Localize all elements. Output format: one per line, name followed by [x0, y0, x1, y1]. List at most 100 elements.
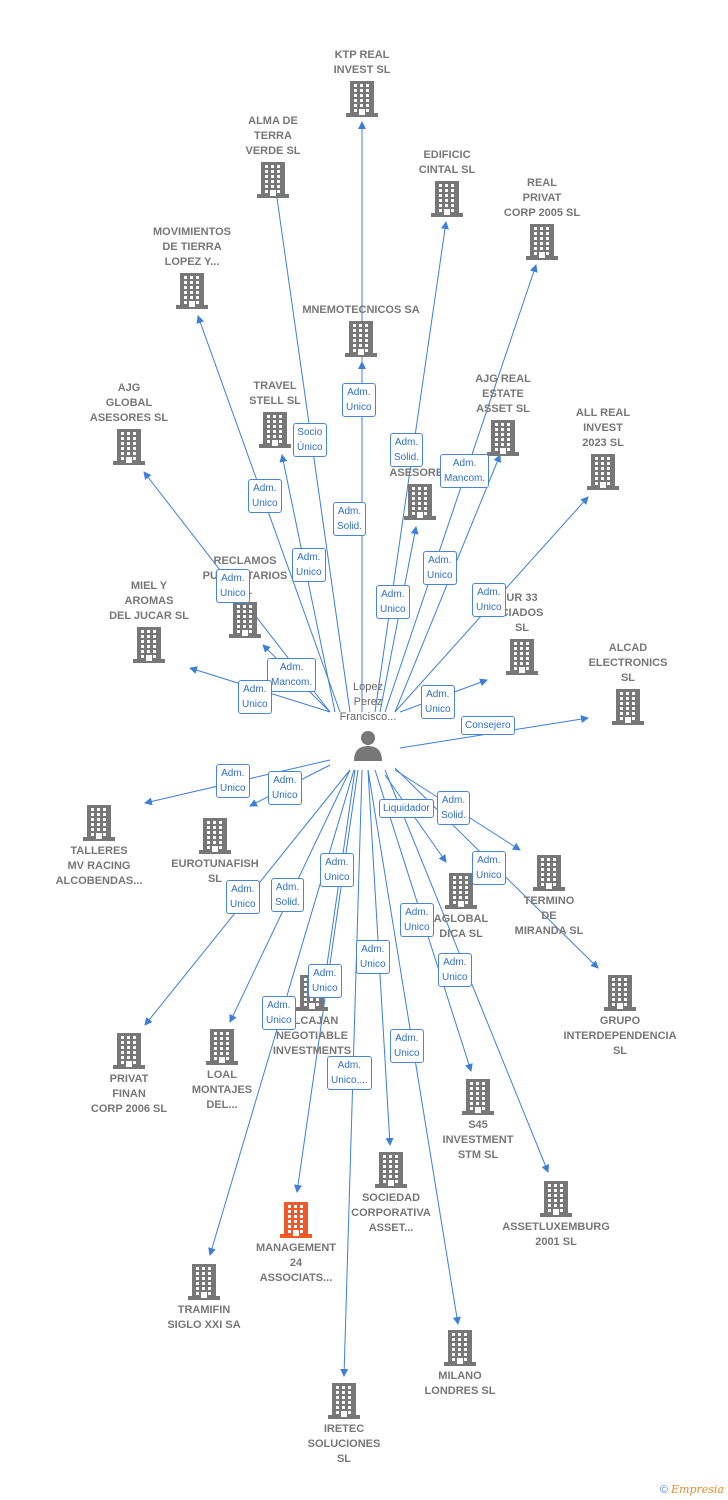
company-node-management[interactable]: MANAGEMENT 24 ASSOCIATS... [231, 1202, 361, 1286]
role-badge[interactable]: Adm. Unico [472, 583, 506, 617]
role-badge[interactable]: Adm. Solid. [390, 433, 424, 467]
company-node-realprivat[interactable]: REAL PRIVAT CORP 2005 SL [477, 176, 607, 260]
building-icon [188, 1264, 220, 1300]
role-badge[interactable]: Adm. Unico [308, 964, 342, 998]
role-badge[interactable]: Adm. Unico,... [327, 1056, 372, 1090]
company-label[interactable]: MANAGEMENT 24 ASSOCIATS... [255, 1242, 337, 1284]
building-icon [431, 181, 463, 217]
building-icon [462, 1079, 494, 1115]
copyright-symbol: © [659, 1484, 668, 1496]
role-badge[interactable]: Adm. Unico [472, 851, 506, 885]
company-label[interactable]: MILANO LONDRES SL [424, 1370, 496, 1397]
company-label[interactable]: S45 INVESTMENT STM SL [442, 1119, 514, 1161]
company-label[interactable]: MNEMOTECNICOS SA [302, 304, 420, 316]
role-badge[interactable]: Adm. Unico [238, 680, 272, 714]
company-node-s45[interactable]: S45 INVESTMENT STM SL [413, 1079, 543, 1163]
building-icon [444, 1330, 476, 1366]
company-label[interactable]: ALL REAL INVEST 2023 SL [575, 407, 631, 449]
company-label[interactable]: ASESORES [389, 467, 451, 479]
company-node-iretec[interactable]: IRETEC SOLUCIONES SL [279, 1383, 409, 1467]
building-icon [229, 602, 261, 638]
company-label[interactable]: ALMA DE TERRA VERDE SL [245, 115, 301, 157]
role-badge[interactable]: Adm. Unico [342, 383, 376, 417]
role-badge[interactable]: Adm. Unico [292, 548, 326, 582]
company-node-alcad[interactable]: ALCAD ELECTRONICS SL [563, 641, 693, 725]
company-node-privatfinan[interactable]: PRIVAT FINAN CORP 2006 SL [64, 1033, 194, 1117]
company-node-alma[interactable]: ALMA DE TERRA VERDE SL [208, 114, 338, 198]
company-label[interactable]: GRUPO INTERDEPENDENCIA SL [563, 1015, 677, 1057]
company-node-assetlux[interactable]: ASSETLUXEMBURG 2001 SL [491, 1181, 621, 1250]
role-badge[interactable]: Adm. Unico [262, 996, 296, 1030]
role-badge[interactable]: Adm. Unico [376, 585, 410, 619]
role-badge[interactable]: Adm. Unico [216, 764, 250, 798]
role-badge[interactable]: Adm. Unico [248, 479, 282, 513]
role-badge[interactable]: Adm. Unico [421, 685, 455, 719]
role-badge[interactable]: Adm. Unico [400, 903, 434, 937]
company-node-aglobal[interactable]: AGLOBAL DICA SL [396, 873, 526, 942]
company-label[interactable]: AJG REAL ESTATE ASSET SL [475, 373, 531, 415]
role-badge[interactable]: Adm. Solid. [271, 878, 305, 912]
building-icon [280, 1202, 312, 1238]
role-badge[interactable]: Adm. Unico [356, 940, 390, 974]
company-label[interactable]: TERMINO DE MIRANDA SL [514, 895, 584, 937]
company-label[interactable]: UR 33 CIADOS SL [500, 592, 544, 634]
company-node-milano[interactable]: MILANO LONDRES SL [395, 1330, 525, 1399]
company-label[interactable]: IRETEC SOLUCIONES SL [307, 1423, 381, 1465]
company-node-ajgreal[interactable]: AJG REAL ESTATE ASSET SL [438, 372, 568, 456]
company-node-miel[interactable]: MIEL Y AROMAS DEL JUCAR SL [84, 579, 214, 663]
company-label[interactable]: AGLOBAL DICA SL [433, 913, 489, 940]
company-label[interactable]: AJG GLOBAL ASESORES SL [89, 382, 169, 424]
company-label[interactable]: ALCAD ELECTRONICS SL [588, 642, 668, 684]
company-node-allreal[interactable]: ALL REAL INVEST 2023 SL [538, 406, 668, 490]
company-node-travel[interactable]: TRAVEL STELL SL [210, 379, 340, 448]
company-node-eurotuna[interactable]: EUROTUNAFISH SL [150, 818, 280, 887]
company-label[interactable]: EDIFICIC CINTAL SL [418, 149, 476, 176]
role-badge[interactable]: Consejero [461, 716, 515, 735]
company-node-ur33[interactable]: UR 33 CIADOS SL [457, 591, 587, 675]
center-person-node[interactable]: Lopez Perez Francisco... [318, 680, 418, 763]
company-label[interactable]: LOAL MONTAJES DEL... [191, 1069, 253, 1111]
company-node-termino[interactable]: TERMINO DE MIRANDA SL [484, 855, 614, 939]
company-label[interactable]: ASSETLUXEMBURG 2001 SL [502, 1221, 610, 1248]
company-label[interactable]: SOCIEDAD CORPORATIVA ASSET... [351, 1192, 431, 1234]
role-badge[interactable]: Adm. Unico [438, 953, 472, 987]
role-badge[interactable]: Adm. Mancom. [267, 658, 317, 692]
company-node-edificic[interactable]: EDIFICIC CINTAL SL [382, 148, 512, 217]
company-node-grupo[interactable]: GRUPO INTERDEPENDENCIA SL [555, 975, 685, 1059]
company-label[interactable]: TALLERES MV RACING ALCOBENDAS... [55, 845, 143, 887]
company-node-ajgglobal[interactable]: AJG GLOBAL ASESORES SL [64, 381, 194, 465]
company-node-sociedad[interactable]: SOCIEDAD CORPORATIVA ASSET... [326, 1152, 456, 1236]
company-node-loal[interactable]: LOAL MONTAJES DEL... [157, 1029, 287, 1113]
role-badge[interactable]: Adm. Unico [268, 771, 302, 805]
role-badge[interactable]: Adm. Unico [216, 569, 250, 603]
building-icon [445, 873, 477, 909]
role-badge[interactable]: Adm. Unico [390, 1029, 424, 1063]
edge-aglobal [384, 774, 447, 863]
brand-name[interactable]: Empresia [671, 1483, 724, 1496]
role-badge[interactable]: Adm. Solid. [437, 791, 471, 825]
company-node-mnemo[interactable]: MNEMOTECNICOS SA [296, 303, 426, 357]
role-badge[interactable]: Adm. Unico [226, 880, 260, 914]
company-label[interactable]: EUROTUNAFISH SL [171, 858, 259, 885]
role-badge[interactable]: Adm. Mancom. [440, 454, 490, 488]
role-badge[interactable]: Adm. Unico [320, 853, 354, 887]
company-node-movimientos[interactable]: MOVIMIENTOS DE TIERRA LOPEZ Y... [127, 225, 257, 309]
role-badge[interactable]: Socio Único [293, 423, 327, 457]
role-badge[interactable]: Adm. Unico [423, 551, 457, 585]
company-label[interactable]: MIEL Y AROMAS DEL JUCAR SL [109, 580, 189, 622]
company-label[interactable]: TRAMIFIN SIGLO XXI SA [167, 1304, 241, 1331]
company-node-tramifin[interactable]: TRAMIFIN SIGLO XXI SA [139, 1264, 269, 1333]
role-badge[interactable]: Adm. Solid. [333, 502, 367, 536]
edge-edificic [374, 221, 449, 713]
company-label[interactable]: MOVIMIENTOS DE TIERRA LOPEZ Y... [152, 226, 232, 268]
company-label[interactable]: TRAVEL STELL SL [249, 380, 301, 407]
company-node-asesores[interactable]: ASESORES [355, 466, 485, 520]
role-badge[interactable]: Liquidador [379, 799, 434, 818]
company-label[interactable]: ALCAJAN NEGOTIABLE INVESTMENTS [272, 1015, 352, 1057]
company-node-talleres[interactable]: TALLERES MV RACING ALCOBENDAS... [34, 805, 164, 889]
company-label[interactable]: REAL PRIVAT CORP 2005 SL [503, 177, 581, 219]
company-label[interactable]: KTP REAL INVEST SL [333, 49, 391, 76]
building-icon [506, 639, 538, 675]
company-label[interactable]: PRIVAT FINAN CORP 2006 SL [90, 1073, 168, 1115]
company-node-ktp[interactable]: KTP REAL INVEST SL [297, 48, 427, 117]
